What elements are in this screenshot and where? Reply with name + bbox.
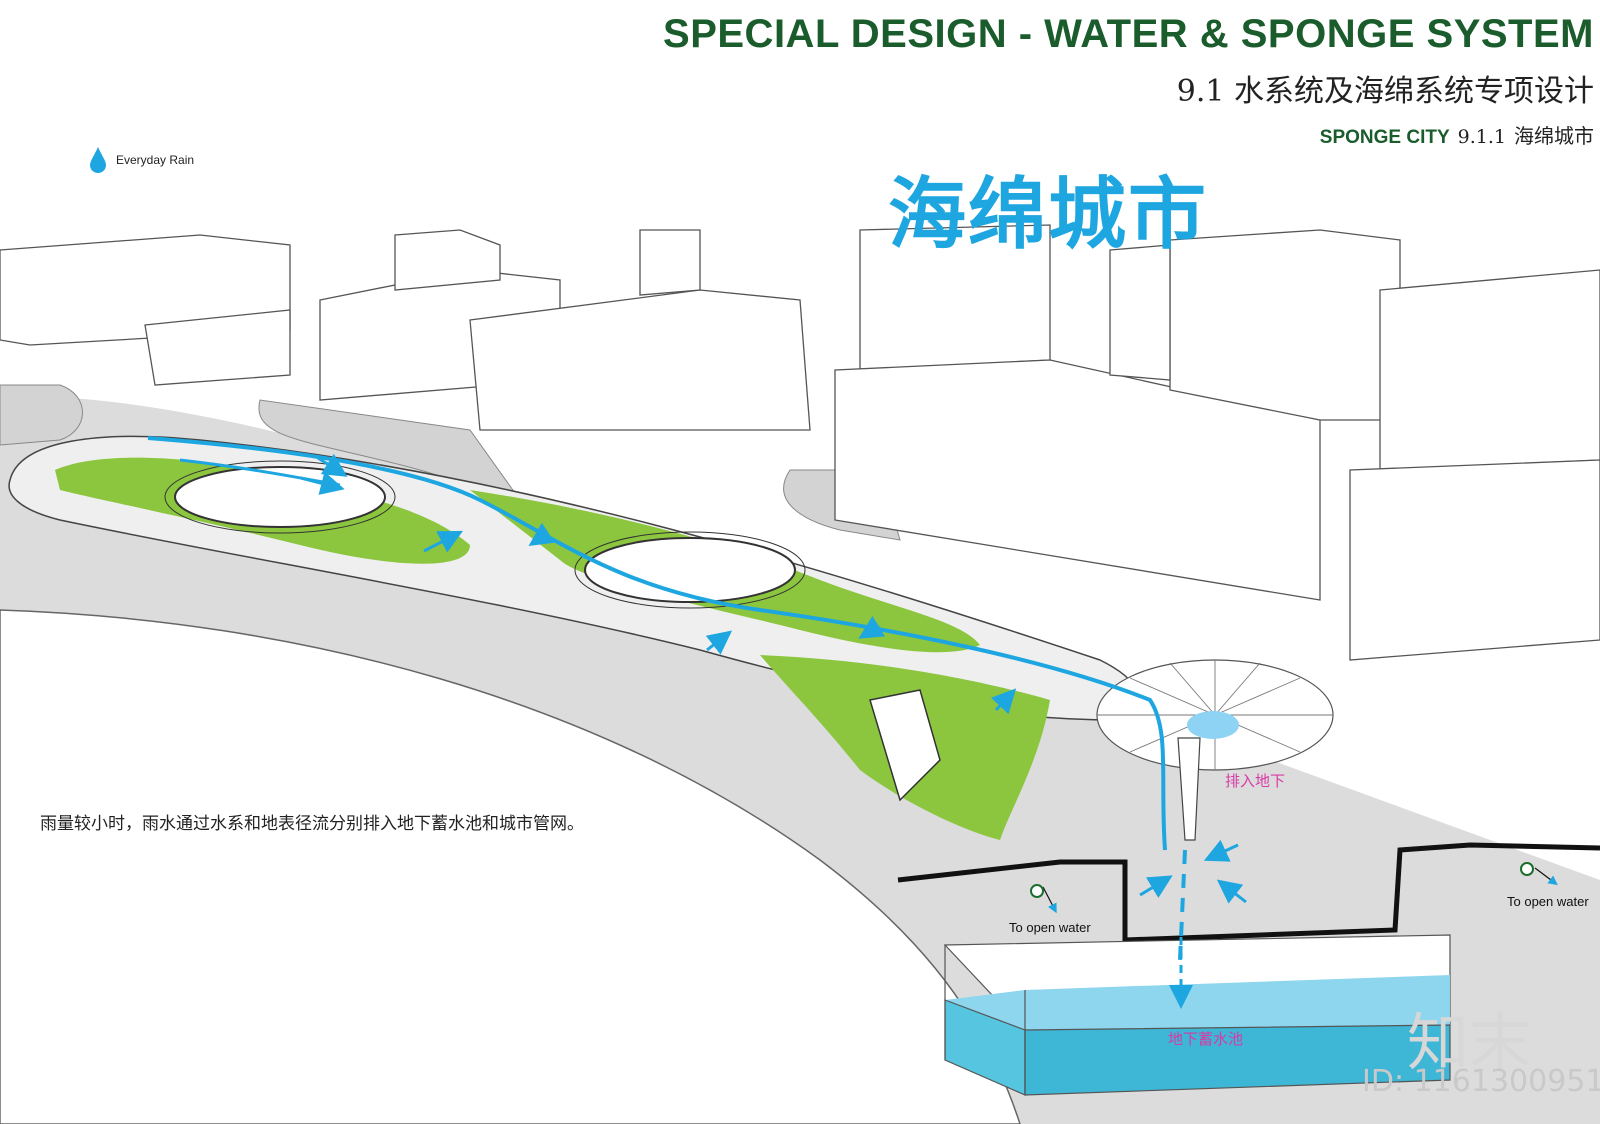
flow-arrows — [300, 453, 1558, 1009]
watermark-brand: 知末 — [1407, 1006, 1532, 1079]
outlet-right-icon — [1520, 862, 1534, 876]
section-title-cn: 海绵城市 — [1514, 126, 1594, 148]
outlet-left-icon — [1030, 884, 1044, 898]
section-heading: SPONGE CITY 9.1.1 海绵城市 — [1320, 120, 1594, 149]
water-drop-icon — [90, 147, 106, 173]
ground-section-line — [897, 842, 1600, 943]
label-to-open-water-left: To open water — [1009, 920, 1091, 935]
legend-label: Everyday Rain — [116, 153, 195, 167]
page-title: SPECIAL DESIGN - WATER & SPONGE SYSTEM — [663, 12, 1594, 56]
diagram-caption: 雨量较小时，雨水通过水系和地表径流分别排入地下蓄水池和城市管网。 — [40, 814, 584, 833]
buildings — [0, 224, 1600, 661]
label-reservoir: 地下蓄水池 — [1168, 1031, 1244, 1048]
page-subtitle: 9.1 水系统及海绵系统专项设计 — [1176, 74, 1594, 109]
section-number: 9.1.1 — [1457, 126, 1506, 148]
watermark-id: ID: 1161300951 — [1362, 1064, 1600, 1099]
hero-title: 海绵城市 — [888, 170, 1209, 258]
section-title-en: SPONGE CITY — [1319, 127, 1450, 148]
label-drain-underground: 排入地下 — [1225, 773, 1286, 790]
park-strip — [8, 435, 1139, 840]
pavilion — [1096, 659, 1334, 841]
legend: Everyday Rain — [88, 146, 194, 174]
drain-opening — [1187, 711, 1239, 739]
underground-reservoir — [943, 934, 1451, 1096]
label-to-open-water-right: To open water — [1507, 894, 1589, 909]
